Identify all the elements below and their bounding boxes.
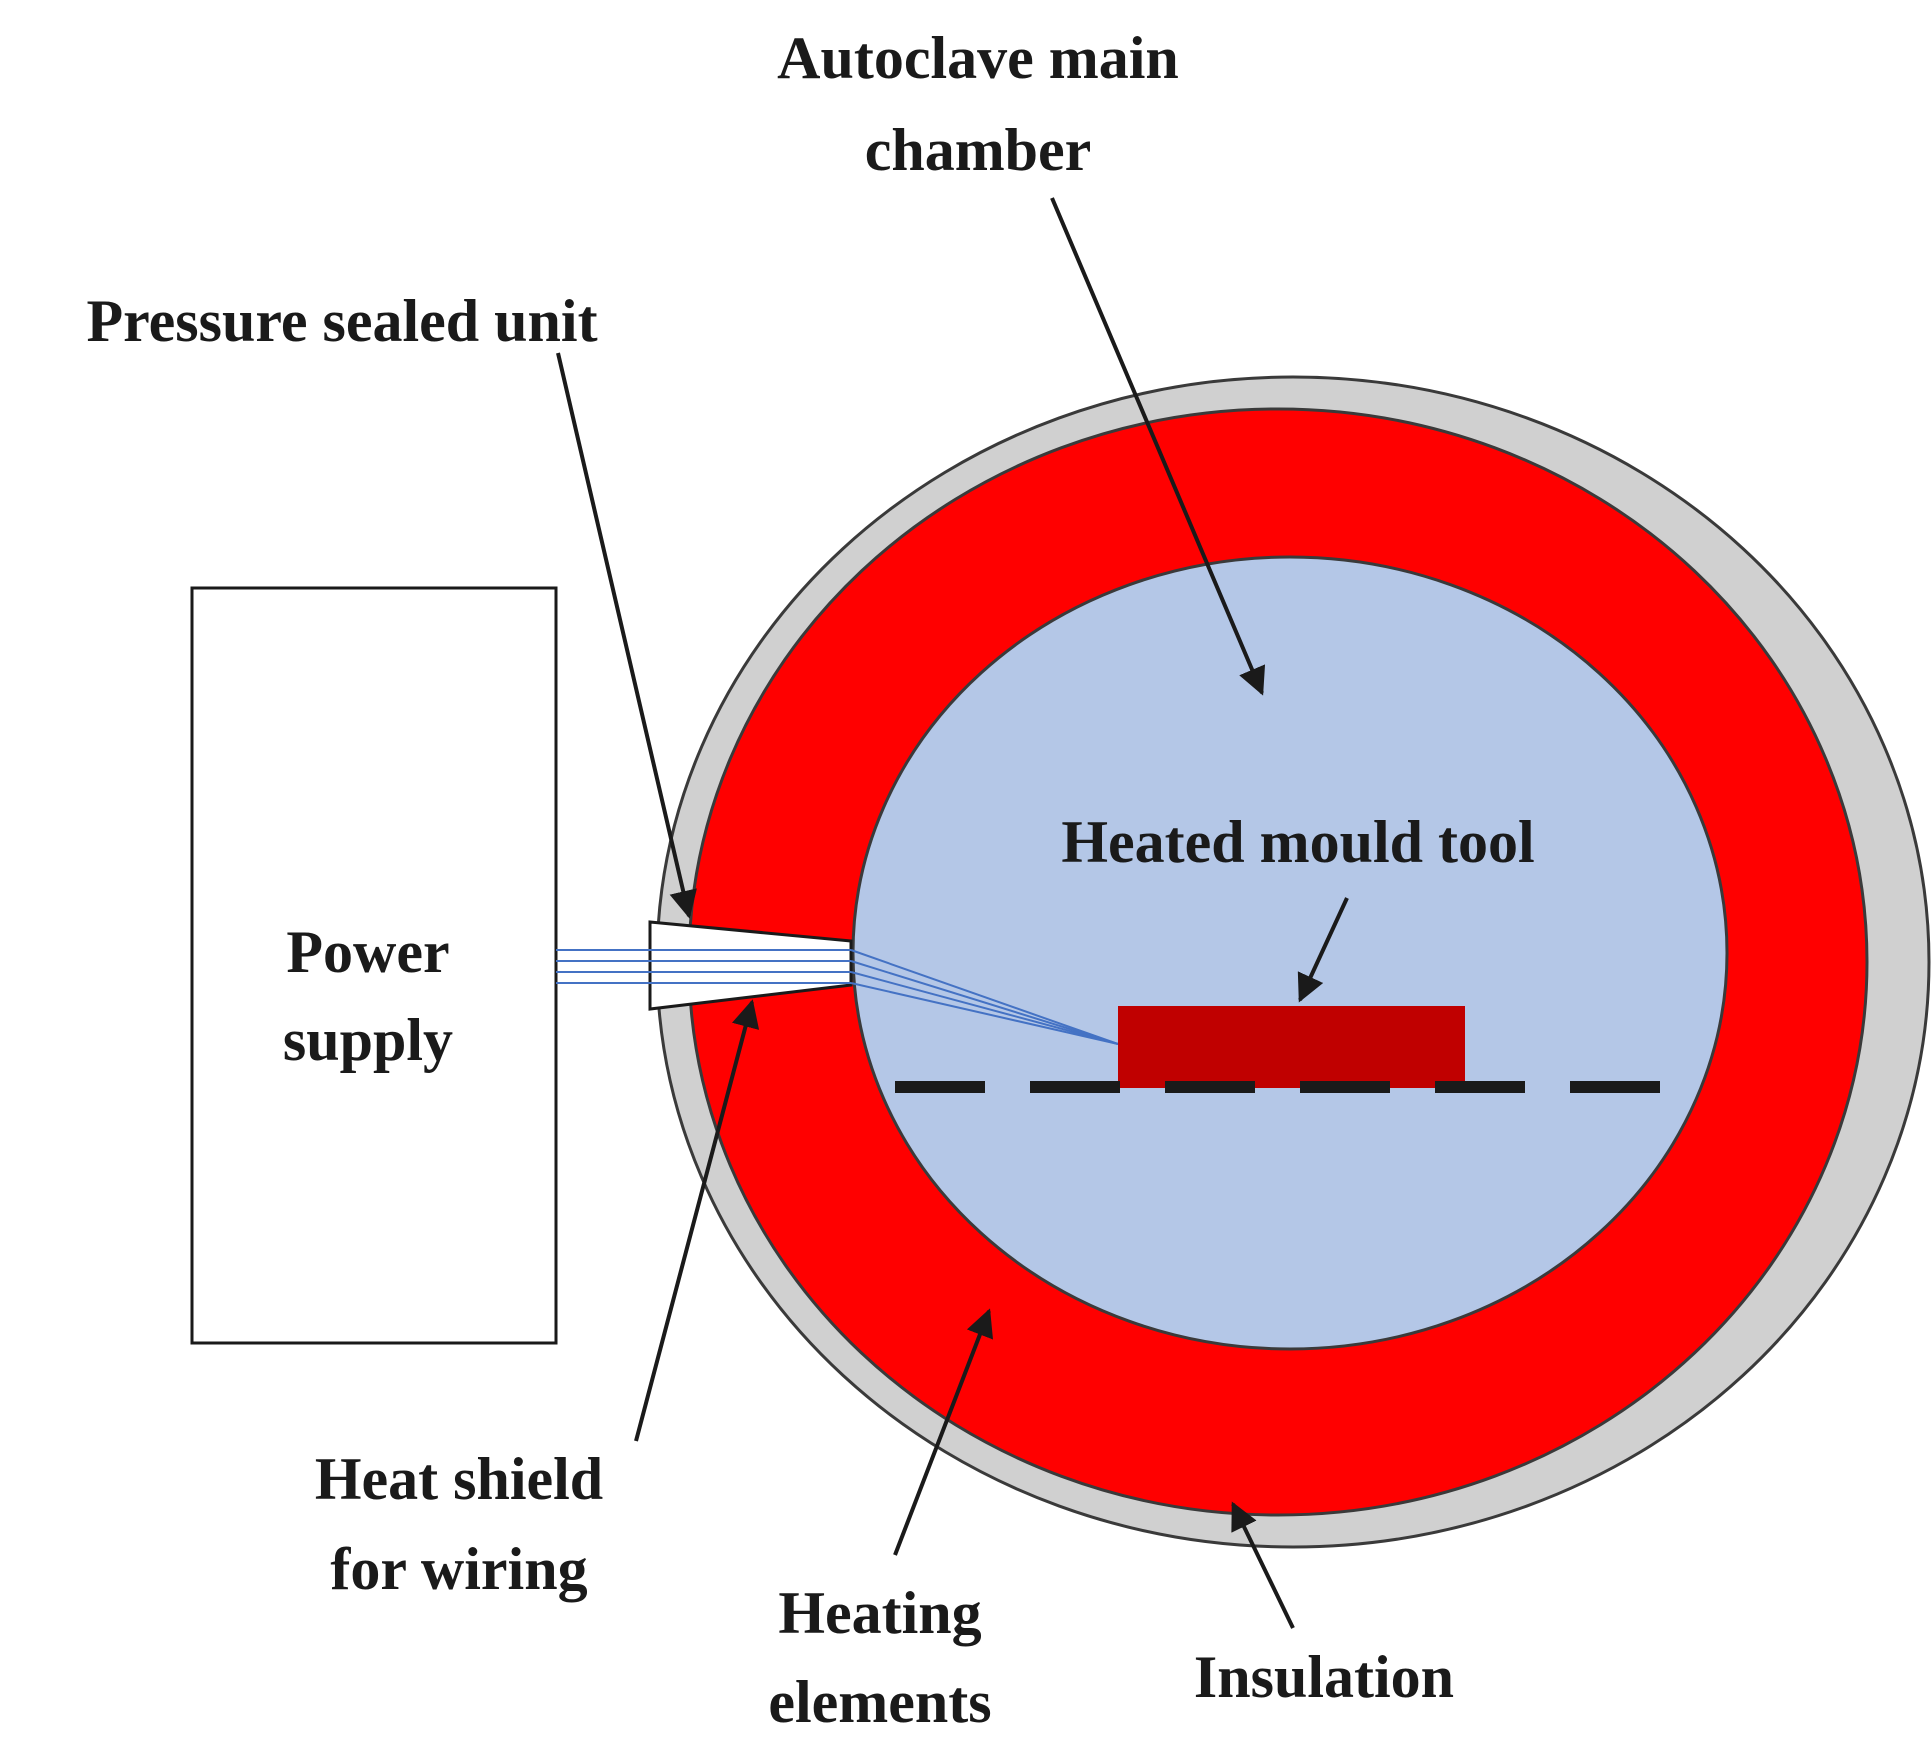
label-heat-shield-line1: Heat shield	[315, 1446, 603, 1512]
label-power-line2: supply	[283, 1007, 453, 1073]
wiring	[556, 949, 1119, 1045]
arrow-heat-shield	[634, 999, 760, 1442]
arrow-heating-elements	[893, 1308, 994, 1556]
label-heat-shield-line2: for wiring	[330, 1536, 587, 1602]
label-pressure-sealed-unit: Pressure sealed unit	[86, 288, 597, 354]
arrow-insulation	[1231, 1501, 1295, 1629]
heated-mould-tool	[1118, 1006, 1465, 1088]
power-supply-box	[190, 586, 558, 1345]
label-insulation: Insulation	[1194, 1644, 1454, 1710]
label-power-line1: Power	[286, 919, 449, 985]
label-heated-mould-tool: Heated mould tool	[1061, 809, 1534, 875]
label-heating-line1: Heating	[778, 1580, 981, 1646]
arrow-chamber	[1050, 197, 1266, 696]
label-heating-line2: elements	[768, 1669, 991, 1735]
autoclave-chamber	[851, 555, 1729, 1351]
arrow-pressure-unit	[556, 352, 697, 919]
label-chamber-line1: Autoclave main	[777, 25, 1179, 91]
label-chamber-line2: chamber	[865, 117, 1092, 183]
arrow-mould-tool	[1297, 897, 1349, 1003]
heat-shield	[648, 920, 853, 1011]
